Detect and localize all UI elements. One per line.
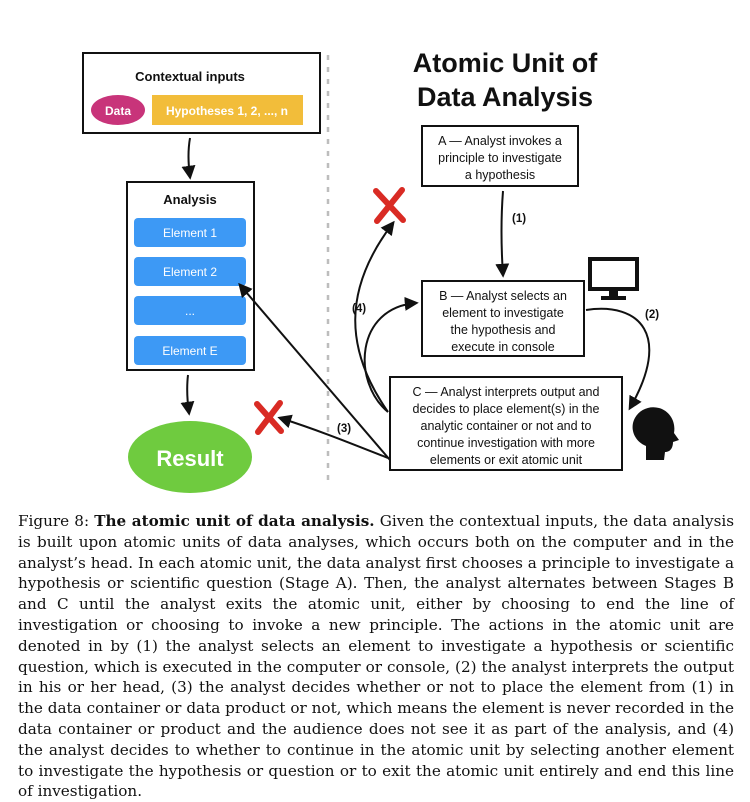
arrow-label-1: (1)	[512, 213, 526, 225]
element-1-label: Element 1	[163, 226, 217, 240]
result-label: Result	[156, 446, 224, 471]
hypotheses-label: Hypotheses 1, 2, ..., n	[166, 104, 288, 118]
stage-c-line4: continue investigation with more	[417, 436, 595, 450]
element-2-box	[134, 257, 246, 286]
stage-a-line3: a hypothesis	[465, 168, 535, 182]
stage-a-line2: principle to investigate	[438, 151, 562, 165]
stage-c-line5: elements or exit atomic unit	[430, 453, 583, 467]
arrow-2-b-to-head	[585, 307, 651, 411]
stage-c-line3: analytic container or not and to	[421, 419, 592, 433]
stage-b-line2: element to investigate	[442, 306, 564, 320]
arrow-context-to-analysis	[181, 137, 196, 180]
reject-x-icon-bottom	[254, 400, 284, 435]
stage-c-line1: C — Analyst interprets output and	[413, 385, 600, 399]
arrow-label-3: (3)	[337, 423, 351, 435]
atomic-unit-figure: Atomic Unit of Data Analysis Contextual …	[82, 48, 679, 493]
figure-caption: Figure 8: The atomic unit of data analys…	[18, 511, 734, 802]
arrow-c-to-exit	[354, 220, 395, 413]
stage-b-box: B — Analyst selects an element to invest…	[421, 280, 585, 357]
computer-monitor-icon	[588, 257, 639, 300]
element-2-label: Element 2	[163, 265, 217, 279]
figure-title-line2: Data Analysis	[417, 82, 593, 112]
arrow-1-a-to-b	[495, 190, 510, 278]
figure-diagram: Atomic Unit of Data Analysis Contextual …	[82, 48, 679, 493]
reject-x-icon	[373, 187, 406, 224]
figure-title-line1: Atomic Unit of	[413, 48, 598, 78]
stage-b-line4: execute in console	[451, 340, 555, 354]
arrow-label-2: (2)	[645, 309, 659, 321]
arrow-c-to-element-2	[238, 282, 391, 461]
contextual-inputs-box: Contextual inputs Data Hypotheses 1, 2, …	[82, 52, 321, 134]
data-pill	[91, 95, 145, 125]
arrow-3-c-to-reject	[277, 414, 389, 459]
data-label: Data	[105, 104, 131, 118]
arrow-analysis-to-result	[180, 374, 195, 416]
stage-b-line1: B — Analyst selects an	[439, 289, 567, 303]
stage-b-line3: the hypothesis and	[451, 323, 556, 337]
analysis-title: Analysis	[163, 192, 216, 207]
contextual-inputs-title: Contextual inputs	[135, 69, 245, 84]
analysis-box: Analysis Element 1 Element 2 ... Element…	[126, 181, 255, 371]
result-ellipse	[128, 421, 252, 493]
stage-c-box: C — Analyst interprets output and decide…	[389, 376, 623, 471]
caption-label: Figure 8:	[18, 512, 90, 530]
element-ellipsis-label: ...	[185, 304, 195, 318]
hypotheses-box	[152, 95, 303, 125]
arrow-4-c-to-b	[363, 296, 419, 413]
stage-a-line1: A — Analyst invokes a	[438, 134, 562, 148]
caption-title: The atomic unit of data analysis.	[94, 512, 375, 530]
stage-c-line2: decides to place element(s) in the	[413, 402, 600, 416]
element-1-box	[134, 218, 246, 247]
stage-a-box: A — Analyst invokes a principle to inves…	[421, 125, 579, 187]
arrow-label-4: (4)	[352, 303, 366, 315]
element-ellipsis-box	[134, 296, 246, 325]
element-e-label: Element E	[162, 344, 217, 358]
element-e-box	[134, 336, 246, 365]
human-head-icon	[632, 407, 679, 460]
caption-body: Given the contextual inputs, the data an…	[18, 512, 735, 801]
